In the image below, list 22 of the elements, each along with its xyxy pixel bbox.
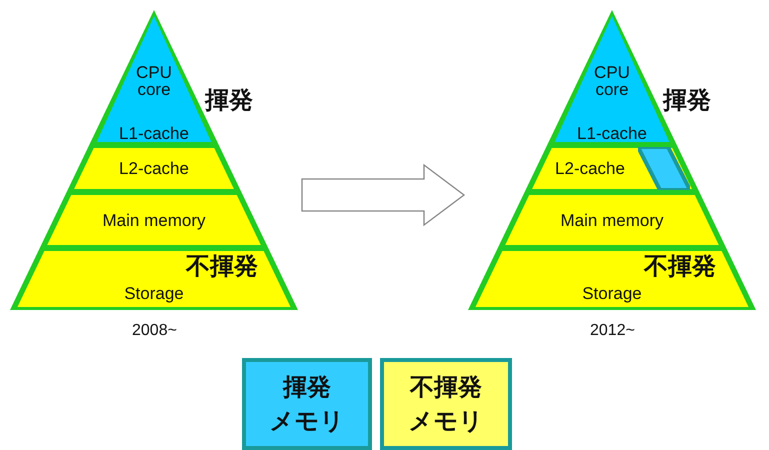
highlight-parallelogram [638, 147, 690, 190]
layer-label: L2-cache [555, 160, 625, 177]
year-caption: 2012~ [590, 322, 635, 340]
volatility-label: 揮発 [205, 85, 253, 116]
volatility-label: 不揮発 [644, 251, 716, 282]
layer-label: L1-cache [119, 125, 189, 142]
legend-text: 揮発メモリ [270, 372, 344, 437]
volatility-label: 揮発 [663, 85, 711, 116]
layer-label: CPU core [135, 64, 173, 98]
legend-text: 不揮発メモリ [408, 372, 484, 437]
pyramid [10, 10, 298, 310]
layer-label: Main memory [102, 212, 206, 228]
layer-label: Storage [582, 285, 642, 302]
pyramid [468, 10, 756, 310]
layer-label: Storage [124, 285, 184, 302]
layer-label: L1-cache [577, 125, 647, 142]
layer-label: CPU core [593, 64, 631, 98]
block-arrow [301, 164, 466, 226]
year-caption: 2008~ [132, 322, 177, 340]
layer-label: Main memory [560, 212, 664, 228]
layer-label: L2-cache [119, 160, 189, 177]
volatility-label: 不揮発 [186, 251, 258, 282]
